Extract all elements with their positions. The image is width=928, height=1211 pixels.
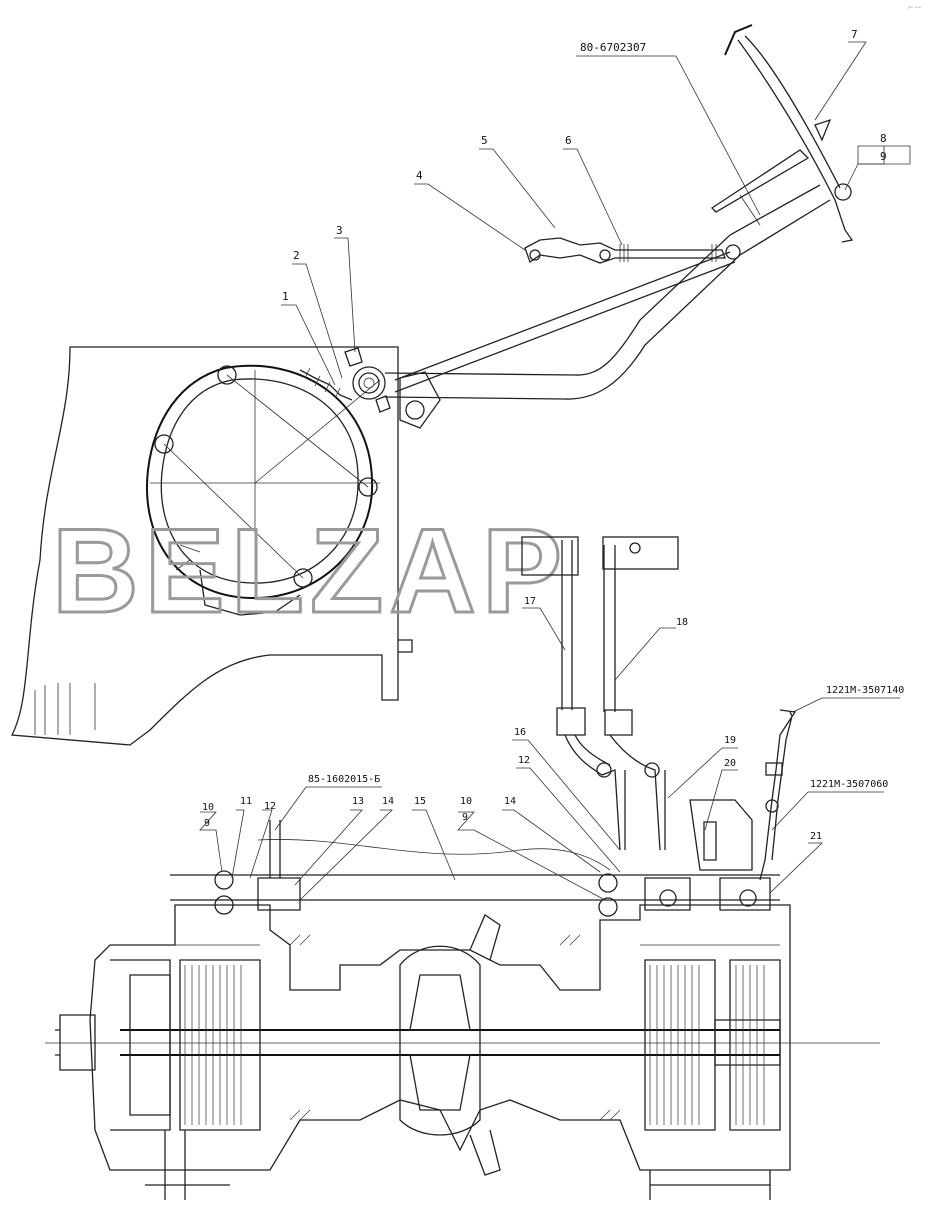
callout-labels: 1 2 3 4 5 6 80-6702307 7 8 9 17 18 1221М… bbox=[202, 28, 904, 842]
lever-assembly bbox=[521, 536, 797, 881]
callout-80-6702307: 80-6702307 bbox=[580, 41, 646, 54]
pedal-arm bbox=[710, 24, 854, 243]
callout-10-left: 10 bbox=[202, 802, 214, 813]
callout-1221m-3507060: 1221М-3507060 bbox=[810, 779, 888, 790]
brake-shaft-section bbox=[170, 820, 780, 917]
callout-9-left: 9 bbox=[204, 818, 210, 829]
watermark-text: BELZAP bbox=[52, 504, 568, 638]
callout-12-right: 12 bbox=[518, 755, 530, 766]
callout-9-upper: 9 bbox=[880, 150, 887, 163]
callout-5: 5 bbox=[481, 134, 488, 147]
callout-6: 6 bbox=[565, 134, 572, 147]
callout-21: 21 bbox=[810, 831, 822, 842]
callout-1: 1 bbox=[282, 290, 289, 303]
callout-17: 17 bbox=[524, 596, 536, 607]
callout-14-left: 14 bbox=[382, 796, 394, 807]
return-spring-link bbox=[524, 237, 726, 264]
callout-12-left: 12 bbox=[264, 801, 276, 812]
callout-18: 18 bbox=[676, 617, 688, 628]
callout-85-1602015-b: 85-1602015-Б bbox=[308, 774, 380, 785]
brake-shaft-lever-cluster bbox=[299, 347, 441, 429]
brake-pedal-rod bbox=[384, 184, 831, 400]
leader-lines bbox=[199, 41, 911, 901]
callout-14-right: 14 bbox=[504, 796, 516, 807]
callout-20: 20 bbox=[724, 758, 736, 769]
callout-8: 8 bbox=[880, 132, 887, 145]
callout-2: 2 bbox=[293, 249, 300, 262]
callout-1221m-3507140: 1221М-3507140 bbox=[826, 685, 904, 696]
callout-4: 4 bbox=[416, 169, 423, 182]
callout-13: 13 bbox=[352, 796, 364, 807]
callout-9-right: 9 bbox=[462, 812, 468, 823]
callout-10-right: 10 bbox=[460, 796, 472, 807]
callout-15: 15 bbox=[414, 796, 426, 807]
callout-11: 11 bbox=[240, 796, 252, 807]
corner-mark: ᵍᵐ ᵒᵒᵒ bbox=[908, 6, 921, 12]
callout-16: 16 bbox=[514, 727, 526, 738]
callout-3: 3 bbox=[336, 224, 343, 237]
rear-axle-housing-view bbox=[10, 346, 413, 746]
final-drive-housing bbox=[45, 904, 880, 1200]
callout-7: 7 bbox=[851, 28, 858, 41]
callout-19: 19 bbox=[724, 735, 736, 746]
